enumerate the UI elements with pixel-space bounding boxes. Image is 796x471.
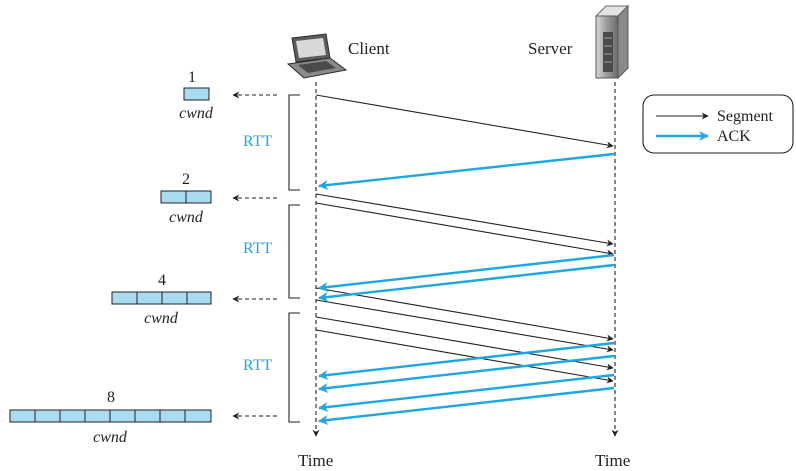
ack-arrows xyxy=(318,152,615,425)
ack-arrow xyxy=(318,354,615,393)
segment-arrow xyxy=(315,329,614,384)
rtt-label-3: RTT xyxy=(243,357,272,374)
cwnd-window-1 xyxy=(183,87,210,101)
segment-arrow xyxy=(315,94,614,149)
ack-arrow xyxy=(318,373,615,412)
ack-arrow xyxy=(318,263,615,302)
legend-segment-label: Segment xyxy=(717,108,774,125)
cwnd-label-1: cwnd xyxy=(179,105,214,122)
cwnd-window-2 xyxy=(160,190,212,204)
ack-arrow xyxy=(318,341,615,380)
laptop-icon xyxy=(286,33,348,79)
cwnd-label-2: cwnd xyxy=(169,209,204,226)
rtt-bracket-3 xyxy=(288,312,300,423)
segment-arrow xyxy=(315,202,614,257)
rtt-label-1: RTT xyxy=(243,133,272,150)
cwnd-size-8: 8 xyxy=(107,389,115,406)
ack-arrow xyxy=(318,253,615,292)
segment-arrow xyxy=(315,193,614,247)
client-time-label: Time xyxy=(298,451,333,470)
legend-ack-label: ACK xyxy=(717,128,751,145)
ack-arrow xyxy=(318,152,615,191)
cwnd-window-8 xyxy=(9,409,212,423)
ack-arrow xyxy=(318,386,615,425)
rtt-bracket-1 xyxy=(288,94,300,191)
cwnd-label-4: cwnd xyxy=(144,310,179,327)
server-label: Server xyxy=(528,39,573,58)
cwnd-size-1: 1 xyxy=(188,69,196,86)
legend: Segment ACK xyxy=(642,94,794,154)
server-tower-icon xyxy=(594,4,630,80)
segment-arrows xyxy=(315,94,614,384)
rtt-bracket-2 xyxy=(288,204,300,299)
segment-arrow xyxy=(315,316,614,371)
cwnd-label-8: cwnd xyxy=(93,429,128,446)
cwnd-window-4 xyxy=(111,291,212,305)
segment-arrow xyxy=(315,287,614,342)
client-label: Client xyxy=(348,39,390,58)
server-time-label: Time xyxy=(595,451,630,470)
segment-arrow xyxy=(315,299,614,353)
cwnd-size-2: 2 xyxy=(182,171,190,188)
cwnd-size-4: 4 xyxy=(158,272,166,289)
rtt-label-2: RTT xyxy=(243,240,272,257)
